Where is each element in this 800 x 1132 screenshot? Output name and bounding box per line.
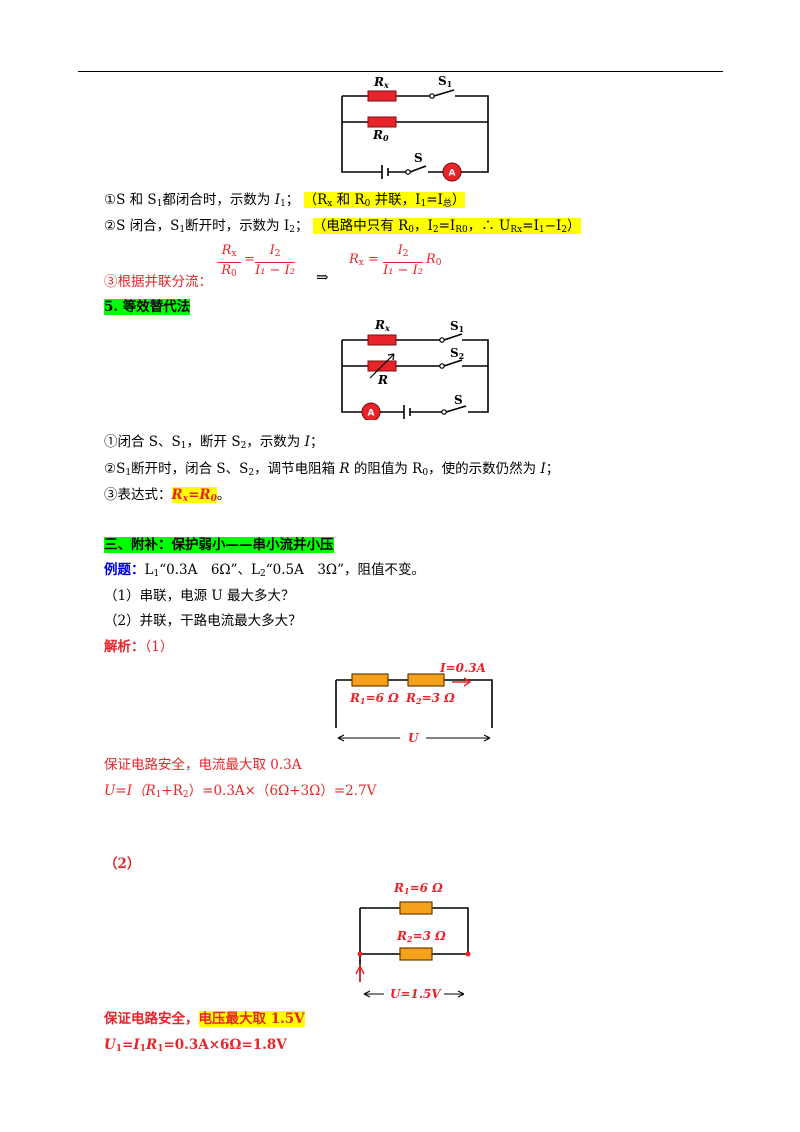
resistor-r0: [367, 116, 397, 128]
label-r2-parallel: R2=3 Ω: [396, 929, 446, 944]
implies-arrow: ⇒: [316, 268, 329, 286]
text-step5-3: ③表达式：Rx=R0。: [104, 487, 231, 504]
label-voltage-u: U: [408, 731, 420, 745]
current-arrow-icon-2: [355, 964, 365, 982]
label-s: S: [414, 151, 423, 165]
header-rule: [78, 71, 723, 72]
text-step5-2: ②S1断开时，闭合 S、S2，调节电阻箱 R 的阻值为 R0，使的示数仍然为 I…: [104, 461, 560, 478]
part-2-label: （2）: [104, 856, 141, 872]
resistor-rx-2: [367, 334, 397, 346]
label-s-2: S: [454, 393, 463, 407]
label-s2: S2: [450, 346, 464, 361]
question-1: （1）串联，电源 U 最大多大？: [104, 588, 295, 604]
resistor-r1-series: [351, 673, 389, 687]
example-text: 例题：L1“0.3A 6Ω”、L2“0.5A 3Ω”，阻值不变。: [104, 562, 426, 579]
label-rx-2: Rx: [374, 318, 390, 333]
circuit-diagram-series: I=0.3A R1=6 Ω R2=3 Ω U: [335, 661, 493, 745]
parallel-calc: U1=I1R1=0.3A×6Ω=1.8V: [104, 1037, 287, 1054]
section-title-3: 三、附补：保护弱小——串小流并小压: [104, 537, 334, 553]
text-step5-1: ①闭合 S、S1，断开 S2，示数为 I；: [104, 434, 324, 451]
analysis-label: 解析：（1）: [104, 639, 174, 655]
resistor-rx: [367, 90, 397, 102]
label-s1: S1: [438, 76, 452, 89]
label-r1-parallel: R1=6 Ω: [393, 881, 443, 896]
fraction-i2: I2 I₁ − I₂: [255, 243, 295, 278]
parallel-note: 保证电路安全，电压最大取 1.5V: [104, 1011, 305, 1027]
expression-highlight: Rx=R0: [171, 487, 217, 504]
formula-r0-tail: R0: [426, 252, 442, 268]
circuit-diagram-2: Rx R S1 S2 A S: [341, 318, 489, 420]
resistor-r1-parallel: [399, 901, 433, 915]
highlight-note-1: （Rx 和 R0 并联，I1=I总）: [303, 192, 466, 209]
label-r0: R0: [372, 128, 389, 143]
text-step-2: ②S 闭合，S1断开时，示数为 I2； （电路中只有 R0，I2=IR0，∴ U…: [104, 218, 581, 235]
formula-rx-left: Rx =: [349, 252, 379, 268]
resistor-r2-series: [407, 673, 445, 687]
label-r: R: [377, 373, 388, 387]
circuit-diagram-parallel: R1=6 Ω R2=3 Ω U=1.5V: [355, 881, 471, 1000]
highlight-voltage: 电压最大取 1.5V: [198, 1011, 305, 1027]
ammeter-label: A: [449, 169, 456, 179]
text-step-1: ①S 和 S1都闭合时，示数为 I1； （Rx 和 R0 并联，I1=I总）: [104, 192, 466, 209]
fraction-i2-result: I2 I₁ − I₂: [383, 243, 423, 278]
label-s1-2: S1: [450, 319, 464, 334]
question-2: （2）并联，干路电流最大多大？: [104, 613, 302, 629]
section-title-5: 5. 等效替代法: [104, 299, 191, 315]
label-r2-series: R2=3 Ω: [405, 691, 455, 706]
current-arrow-icon: [452, 677, 472, 687]
label-rx: Rx: [373, 76, 389, 90]
label-voltage-parallel: U=1.5V: [390, 987, 442, 1000]
series-note: 保证电路安全，电流最大取 0.3A: [104, 757, 302, 773]
label-current: I=0.3A: [439, 661, 486, 675]
ammeter-label-2: A: [368, 409, 375, 419]
series-calc: U=I（R1+R2）=0.3A×（6Ω+3Ω）=2.7V: [104, 783, 377, 800]
equals-sign-1: =: [244, 252, 255, 267]
resistor-r2-parallel: [399, 947, 433, 961]
highlight-note-2: （电路中只有 R0，I2=IR0，∴ URx=I1−I2）: [312, 218, 581, 235]
text-step-3: ③根据并联分流：: [104, 274, 212, 290]
circuit-diagram-1: Rx R0 S1 S A: [341, 76, 489, 182]
label-r1-series: R1=6 Ω: [349, 691, 399, 706]
fraction-rx-r0: Rx R0: [217, 243, 241, 282]
